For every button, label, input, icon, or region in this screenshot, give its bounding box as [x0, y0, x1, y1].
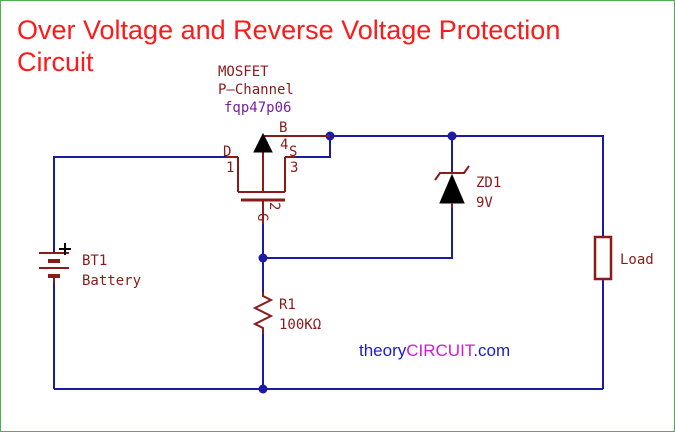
load-symbol [593, 235, 613, 281]
resistor-value-label: 100KΩ [279, 317, 321, 333]
mosfet-name-label: MOSFET [218, 64, 269, 80]
battery-plus-icon [59, 243, 71, 255]
battery-value-label: Battery [82, 273, 141, 289]
pin-g-label: G [254, 213, 270, 221]
battery-symbol [39, 252, 69, 283]
pin-4-label: 4 [280, 137, 288, 153]
mosfet-part-label: fqp47p06 [224, 100, 291, 116]
mosfet-symbol [226, 132, 330, 224]
title-line-1: Over Voltage and Reverse Voltage Protect… [17, 15, 561, 45]
wire-source-to-rail [296, 136, 331, 158]
wire-zener-to-gate-node [263, 208, 453, 259]
pin-3-label: 3 [290, 160, 298, 176]
pin-d-label: D [223, 144, 231, 160]
pin-1-label: 1 [226, 160, 234, 176]
watermark-part-3: .com [473, 341, 510, 360]
junction-dot [258, 253, 268, 263]
zener-ref-label: ZD1 [476, 175, 501, 191]
mosfet-arrow-icon [253, 132, 273, 153]
junction-dot [447, 131, 457, 141]
mosfet-type-label: P—Channel [218, 82, 294, 98]
zener-value-label: 9V [476, 195, 493, 211]
resistor-ref-label: R1 [279, 297, 296, 313]
watermark: theoryCIRCUIT.com [359, 341, 510, 360]
watermark-part-1: theory [359, 341, 407, 360]
watermark-part-2: CIRCUIT [406, 341, 475, 360]
title-line-2: Circuit [17, 47, 94, 77]
battery-ref-label: BT1 [82, 253, 107, 269]
resistor-symbol [252, 292, 274, 334]
pin-2-label: 2 [266, 202, 282, 210]
diagram-title: Over Voltage and Reverse Voltage Protect… [17, 14, 560, 78]
wire-drain-to-battery-top [53, 156, 226, 253]
pin-b-label: B [279, 120, 287, 136]
wire-top-rail [330, 135, 604, 237]
junction-dot [258, 384, 268, 394]
wires [53, 135, 604, 390]
zener-diode-symbol [434, 165, 470, 208]
load-label: Load [620, 252, 654, 268]
pin-s-label: S [289, 144, 297, 160]
